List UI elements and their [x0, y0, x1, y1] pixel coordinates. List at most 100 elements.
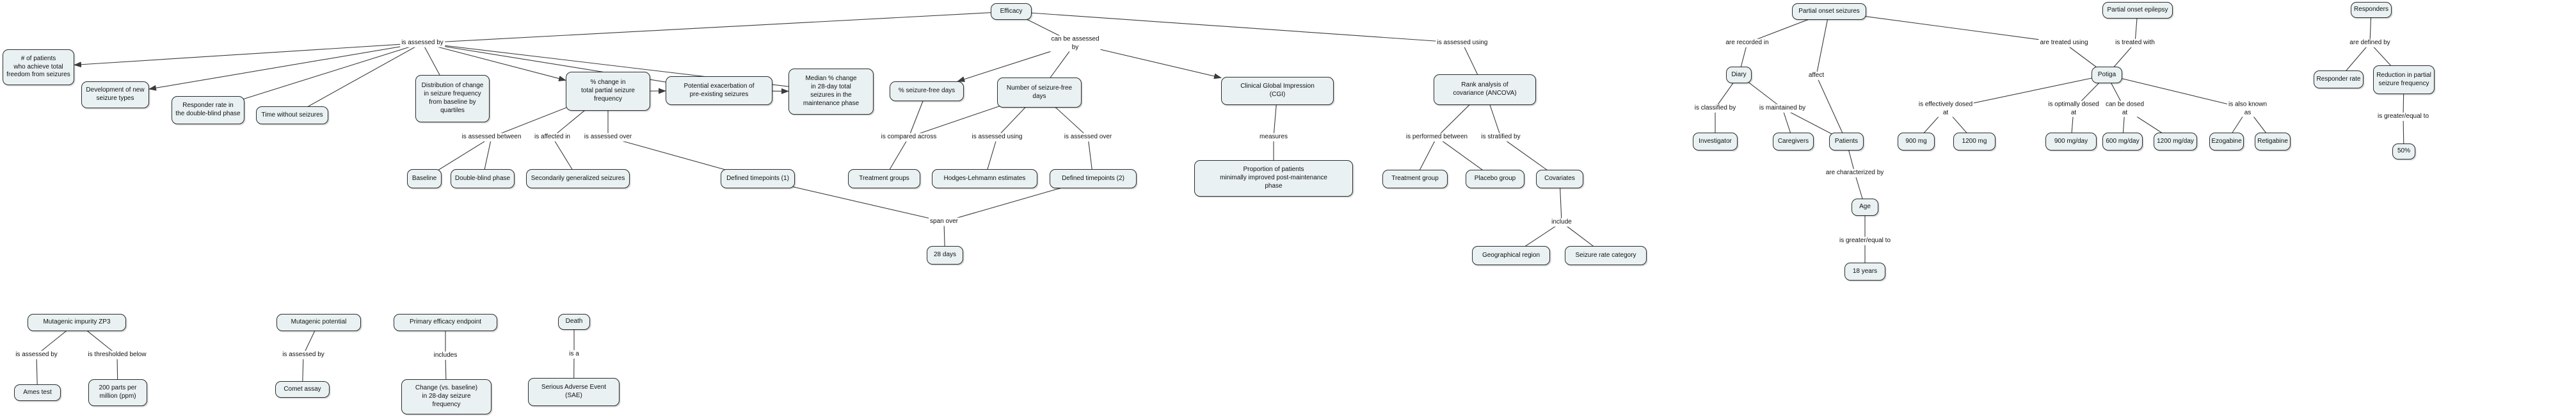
- concept-node-n_age[interactable]: Age: [1852, 199, 1878, 216]
- link-label-l_perf: is performed between: [1404, 133, 1469, 142]
- concept-node-n_900mgday[interactable]: 900 mg/day: [2045, 133, 2097, 151]
- concept-node-n_median[interactable]: Median % change in 28-day total seizures…: [788, 69, 874, 115]
- link-label-l_cmp: is compared across: [879, 133, 938, 142]
- concept-node-efficacy[interactable]: Efficacy: [991, 3, 1032, 20]
- concept-node-n_poe[interactable]: Partial onset epilepsy: [2102, 2, 2173, 19]
- concept-node-n_geo[interactable]: Geographical region: [1472, 246, 1550, 265]
- link-label-l_use2: is assessed using: [970, 133, 1024, 142]
- concept-node-n_treat_groups[interactable]: Treatment groups: [848, 169, 920, 188]
- concept-node-n_200ppm[interactable]: 200 parts per million (ppm): [88, 379, 147, 406]
- concept-node-n_dev_new[interactable]: Development of new seizure types: [81, 81, 149, 108]
- link-label-l_measures: measures: [1258, 133, 1289, 142]
- link-label-l_gte2: is greater/equal to: [1837, 236, 1892, 245]
- concept-node-n_potiga[interactable]: Potiga: [2092, 67, 2122, 83]
- concept-node-n_caregivers[interactable]: Caregivers: [1773, 133, 1814, 151]
- concept-node-n_50[interactable]: 50%: [2392, 143, 2415, 159]
- concept-node-n_mutpot[interactable]: Mutagenic potential: [276, 314, 361, 331]
- concept-node-n_time_wo[interactable]: Time without seizures: [256, 106, 328, 124]
- link-label-l_classified: is classified by: [1693, 104, 1738, 113]
- concept-node-n_death[interactable]: Death: [558, 314, 590, 330]
- link-label-l_defined: are defined by: [2348, 38, 2392, 47]
- concept-node-n_sgs[interactable]: Secondarily generalized seizures: [526, 169, 630, 188]
- concept-node-n_placebo[interactable]: Placebo group: [1466, 170, 1524, 188]
- link-label-l_btw: is assessed between: [460, 133, 523, 142]
- link-label-l_eff: is effectively dosed at: [1917, 101, 1974, 117]
- concept-node-n_diary[interactable]: Diary: [1726, 67, 1752, 83]
- edge-efficacy-l_a1: [422, 11, 1012, 44]
- concept-node-n_dbp[interactable]: Double-blind phase: [451, 169, 515, 188]
- concept-node-n_dt2[interactable]: Defined timepoints (2): [1050, 169, 1137, 188]
- concept-node-n_investigator[interactable]: Investigator: [1693, 133, 1738, 151]
- edge-l_a1-n_time_wo: [292, 42, 423, 116]
- concept-node-n_pos[interactable]: Partial onset seizures: [1792, 3, 1866, 20]
- link-label-l_span: span over: [929, 217, 959, 226]
- concept-node-n_reduction[interactable]: Reduction in partial seizure frequency: [2373, 65, 2435, 94]
- concept-node-n_rank[interactable]: Rank analysis of covariance (ANCOVA): [1434, 74, 1536, 105]
- concept-node-n_change[interactable]: Change (vs. baseline) in 28-day seizure …: [401, 379, 492, 414]
- edge-n_potiga-l_aka: [2106, 74, 2248, 110]
- concept-node-n_covariates[interactable]: Covariates: [1536, 170, 1583, 188]
- concept-node-n_28d[interactable]: 28 days: [927, 246, 963, 265]
- concept-node-n_900mg[interactable]: 900 mg: [1898, 133, 1935, 151]
- link-label-l_aka: is also known as: [2227, 101, 2269, 117]
- concept-node-n_patients[interactable]: # of patients who achieve total freedom …: [3, 49, 74, 85]
- concept-node-n_1200mg[interactable]: 1200 mg: [1953, 133, 1996, 151]
- link-label-l_characterized: are characterized by: [1824, 168, 1885, 177]
- link-label-l_ab1: is assessed by: [14, 350, 59, 359]
- concept-node-n_dist[interactable]: Distribution of change in seizure freque…: [415, 75, 490, 122]
- concept-node-n_ames[interactable]: Ames test: [14, 384, 61, 401]
- link-label-l_aff: is affected in: [533, 133, 572, 142]
- link-label-l_over2: is assessed over: [1062, 133, 1114, 142]
- link-label-l_a1: is assessed by: [400, 38, 445, 47]
- edge-l_affect-n_patients2: [1816, 75, 1847, 142]
- concept-node-n_treat_group[interactable]: Treatment group: [1382, 170, 1448, 188]
- link-label-l_treated_using: are treated using: [2038, 38, 2090, 47]
- link-label-l_ab2: is assessed by: [281, 350, 326, 359]
- concept-node-n_cgi[interactable]: Clinical Global Impression (CGI): [1221, 77, 1334, 105]
- concept-node-n_reti[interactable]: Retigabine: [2255, 133, 2291, 151]
- link-label-l_strat: is stratified by: [1480, 133, 1522, 142]
- concept-node-n_pct_change[interactable]: % change in total partial seizure freque…: [566, 72, 650, 111]
- concept-node-n_baseline[interactable]: Baseline: [407, 169, 442, 188]
- concept-node-n_pee[interactable]: Primary efficacy endpoint: [394, 314, 497, 331]
- edge-l_a1-n_dev_new: [148, 42, 423, 91]
- concept-node-n_resp_rate[interactable]: Responder rate: [2314, 70, 2364, 88]
- concept-node-n_resp_dbp[interactable]: Responder rate in the double-blind phase: [172, 96, 244, 124]
- concept-node-n_600mgday[interactable]: 600 mg/day: [2102, 133, 2143, 151]
- link-label-l_gte: is greater/equal to: [2376, 112, 2431, 121]
- link-label-l_isa: is a: [568, 350, 580, 359]
- link-label-l_include: include: [1550, 218, 1573, 227]
- link-label-l_treated_with: is treated with: [2114, 38, 2156, 47]
- edge-n_pos-l_affect: [1816, 11, 1830, 76]
- link-label-l_affect: affect: [1807, 71, 1826, 80]
- concept-node-n_proportion[interactable]: Proportion of patients minimally improve…: [1194, 160, 1353, 197]
- concept-node-n_seiz_cat[interactable]: Seizure rate category: [1565, 246, 1647, 265]
- concept-node-n_num_free[interactable]: Number of seizure-free days: [997, 78, 1082, 108]
- link-label-l_a2: can be assessed by: [1050, 35, 1101, 52]
- link-label-l_thresh: is thresholded below: [86, 350, 148, 359]
- link-label-l_includes: includes: [432, 351, 459, 360]
- link-label-l_a3: is assessed using: [1436, 38, 1489, 47]
- edge-l_a1-n_patients: [74, 42, 423, 68]
- concept-node-n_ezo[interactable]: Ezogabine: [2209, 133, 2244, 151]
- link-label-l_over1: is assessed over: [582, 133, 634, 142]
- concept-node-n_patients2[interactable]: Patients: [1829, 133, 1864, 151]
- concept-node-n_pct_free[interactable]: % seizure-free days: [890, 81, 964, 101]
- concept-node-n_dt1[interactable]: Defined timepoints (1): [721, 169, 795, 188]
- edge-l_a1-n_pct_change: [422, 42, 566, 81]
- link-label-l_dosed: can be dosed at: [2104, 101, 2146, 117]
- concept-node-n_18y[interactable]: 18 years: [1844, 263, 1885, 281]
- concept-node-n_zp3[interactable]: Mutagenic impurity ZP3: [28, 314, 126, 331]
- concept-node-n_hl[interactable]: Hodges-Lehmamn estimates: [932, 169, 1037, 188]
- concept-node-n_potential[interactable]: Potential exacerbation of pre-existing s…: [666, 76, 772, 105]
- edge-n_pos-l_treated_using: [1828, 11, 2065, 44]
- concept-node-n_sae[interactable]: Serious Adverse Event (SAE): [528, 378, 620, 406]
- link-label-l_maintained: is maintained by: [1757, 104, 1807, 113]
- link-label-l_opt: is optimally dosed at: [2047, 101, 2100, 117]
- edge-efficacy-l_a3: [1011, 11, 1463, 44]
- concept-node-n_comet[interactable]: Comet assay: [275, 381, 330, 398]
- concept-node-n_1200mgday[interactable]: 1200 mg/day: [2154, 133, 2197, 151]
- concept-node-n_responders[interactable]: Responders: [2351, 2, 2392, 18]
